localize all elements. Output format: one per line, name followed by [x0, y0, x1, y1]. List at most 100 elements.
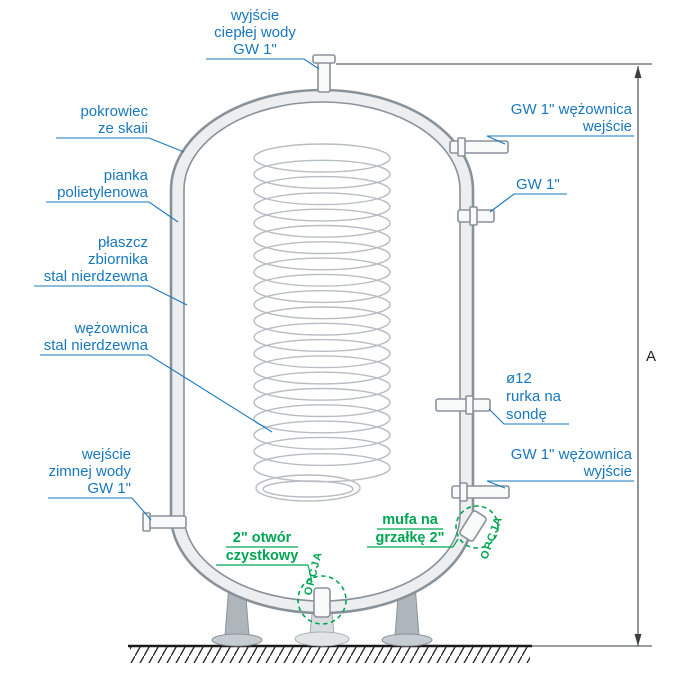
leader-line	[452, 538, 459, 548]
label-line: GW 1"	[233, 41, 277, 58]
label-probe-tube: ø12 rurka na sondę	[488, 370, 569, 425]
leader-line	[56, 137, 185, 153]
coil-ring	[253, 224, 391, 255]
ground	[128, 644, 652, 663]
leader-line	[486, 480, 634, 489]
probe-tube-pipe	[435, 395, 491, 415]
label-line: zbiornika	[88, 251, 149, 268]
label-line: rurka na	[506, 388, 562, 405]
leader-line	[488, 408, 569, 425]
coil-ring	[253, 306, 391, 336]
gw1-pipe	[457, 206, 495, 226]
coil-ring	[253, 436, 391, 467]
coil-outlet-collar	[459, 482, 468, 502]
coil-ring	[253, 143, 391, 173]
coil-outlet-pipe	[451, 482, 510, 502]
coil-ring	[253, 257, 391, 287]
dimension-label: A	[646, 348, 656, 365]
coil-ring	[253, 241, 391, 271]
coil-inlet-pipe	[449, 137, 509, 157]
coil-ring	[253, 208, 391, 238]
hot-water-outlet-pipe	[312, 54, 336, 93]
label-line: GW 1" wężownica	[511, 101, 633, 118]
coil-ring	[253, 192, 391, 222]
label-line: płaszcz	[98, 234, 148, 251]
label-line: wyjście	[230, 7, 279, 24]
cleaning-port-stub	[313, 587, 331, 618]
label-line: pianka	[104, 167, 149, 184]
label-line: ze skaii	[98, 120, 148, 137]
coil-ring	[253, 290, 391, 320]
label-heater-sleeve: mufa na grzałkę 2"	[367, 512, 459, 548]
label-cover: pokrowiec ze skaii	[56, 103, 185, 153]
dimension-arrow-bottom	[634, 634, 642, 646]
cold-water-inlet-pipe	[142, 512, 187, 532]
label-gw1: GW 1"	[489, 176, 567, 213]
coil-ring	[253, 175, 391, 206]
coil-ring	[253, 404, 391, 434]
probe-tube	[435, 398, 491, 412]
label-line: pokrowiec	[80, 103, 148, 120]
label-coil: wężownica stal nierdzewna	[40, 320, 273, 433]
coil-ring	[253, 322, 391, 352]
label-line: wężownica	[74, 320, 149, 337]
label-line: czystkowy	[226, 548, 299, 564]
label-line: ø12	[506, 370, 532, 387]
heater-sleeve-stub	[459, 510, 487, 542]
dimension-arrow-top	[634, 66, 642, 78]
foot-left	[211, 633, 263, 647]
leader-line	[206, 58, 320, 70]
coil-tail	[255, 474, 361, 502]
label-line: GW 1"	[87, 480, 131, 497]
label-line: GW 1" wężownica	[511, 446, 633, 463]
label-coil-outlet: GW 1" wężownica wyjście	[486, 446, 634, 489]
leader-line	[307, 564, 313, 583]
coil-rings	[253, 143, 391, 483]
coil-tail-outer	[255, 474, 361, 502]
leader-line	[46, 201, 179, 223]
label-line: GW 1"	[516, 176, 560, 193]
cold-water-inlet-tube	[145, 515, 187, 529]
label-line: sondę	[506, 406, 547, 423]
cold-water-inlet-flange	[142, 512, 151, 532]
heater-sleeve-cylinder	[459, 510, 487, 542]
option-circle-cleaning	[297, 575, 347, 625]
ground-hatch	[130, 647, 530, 663]
label-line: polietylenowa	[57, 184, 149, 201]
leader-line	[40, 354, 273, 433]
label-line: wejście	[81, 446, 131, 463]
hot-water-outlet-flange	[312, 54, 336, 64]
coil-inlet-collar	[457, 137, 466, 157]
probe-tube-collar	[465, 395, 474, 415]
label-line: stal nierdzewna	[44, 268, 149, 285]
coil-ring	[253, 273, 391, 304]
coil-tail-inner	[262, 480, 354, 498]
foot-right	[381, 633, 433, 647]
label-line: wejście	[582, 118, 632, 135]
label-cleaning-port: 2" otwór czystkowy	[216, 530, 313, 583]
label-line: ciepłej wody	[214, 24, 296, 41]
coil-ring	[253, 371, 391, 401]
label-line: wyjście	[583, 463, 632, 480]
label-line: stal nierdzewna	[44, 337, 149, 354]
foot-center	[294, 631, 350, 647]
leader-line	[34, 285, 188, 306]
option-circle-heater	[455, 505, 499, 549]
coil-ring	[253, 420, 391, 450]
leader-line	[489, 193, 567, 213]
label-foam: pianka polietylenowa	[46, 167, 179, 223]
coil-ring	[253, 338, 391, 369]
coil-ring	[253, 159, 391, 190]
label-hot-water-outlet: wyjście ciepłej wody GW 1"	[206, 7, 320, 70]
dimension-a: A	[336, 63, 656, 646]
gw1-collar	[469, 206, 478, 226]
coil-ring	[253, 355, 391, 385]
label-line: 2" otwór	[233, 530, 292, 546]
label-line: grzałkę 2"	[376, 530, 445, 546]
label-line: mufa na	[382, 512, 439, 528]
coil-ring	[253, 387, 391, 418]
leader-line	[48, 497, 152, 521]
label-jacket: płaszcz zbiornika stal nierdzewna	[34, 234, 188, 306]
label-coil-inlet: GW 1" wężownica wejście	[486, 101, 634, 145]
